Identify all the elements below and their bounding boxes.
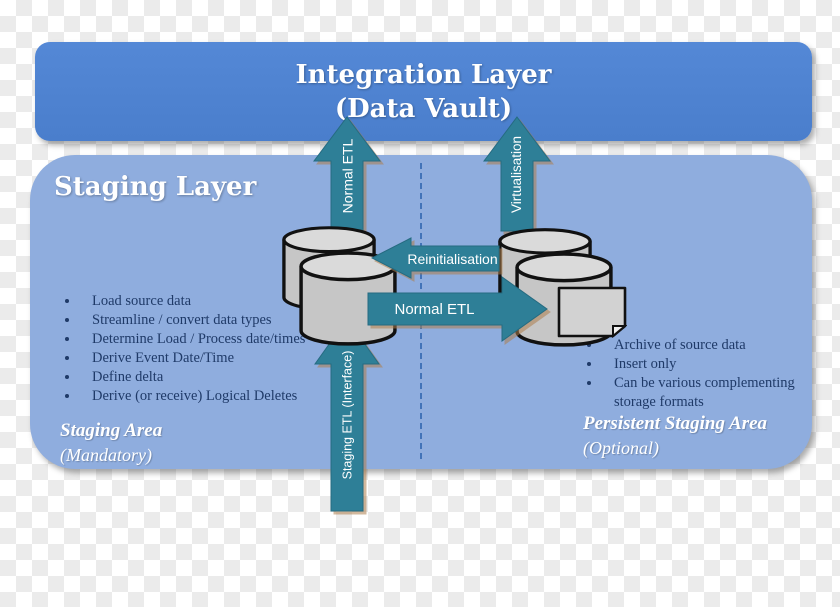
list-item: Derive Event Date/Time	[80, 349, 377, 368]
normal-etl-up-arrow	[313, 116, 381, 235]
staging-area-bullet-list: Load source data Streamline / convert da…	[58, 292, 377, 406]
list-item: Determine Load / Process date/times	[80, 330, 377, 349]
list-item: Load source data	[80, 292, 377, 311]
persistent-area-bullet-list: Archive of source data Insert only Can b…	[580, 336, 832, 412]
integration-layer-title-line1: Integration Layer	[295, 59, 552, 90]
staging-area-label: Staging Area (Mandatory)	[60, 419, 162, 467]
list-item: Derive (or receive) Logical Deletes	[80, 387, 377, 406]
integration-layer-box: Integration Layer (Data Vault)	[35, 42, 812, 141]
list-item: Define delta	[80, 368, 377, 387]
persistent-staging-area-label: Persistent Staging Area (Optional)	[583, 412, 767, 460]
right-arrow-shape	[367, 276, 548, 342]
document-page-icon	[557, 286, 627, 338]
list-item: Archive of source data	[602, 336, 832, 355]
virtualisation-arrow	[483, 116, 551, 232]
up-arrow-shape	[313, 116, 381, 235]
up-arrow-shape	[314, 318, 380, 512]
left-arrow-shape	[371, 237, 500, 279]
persistent-area-label-title: Persistent Staging Area	[583, 413, 768, 434]
list-item: Insert only	[602, 355, 832, 374]
staging-layer-title: Staging Layer	[54, 172, 257, 202]
staging-etl-arrow	[314, 318, 380, 512]
normal-etl-right-arrow	[367, 276, 548, 342]
integration-layer-title-line2: (Data Vault)	[334, 93, 513, 124]
staging-area-label-title: Staging Area	[60, 420, 163, 441]
staging-area-label-subtitle: (Mandatory)	[60, 445, 152, 465]
list-item: Streamline / convert data types	[80, 311, 377, 330]
list-item: Can be various complementing storage for…	[602, 374, 832, 412]
reinitialisation-arrow	[371, 237, 500, 279]
persistent-area-label-subtitle: (Optional)	[583, 438, 659, 458]
up-arrow-shape	[483, 116, 551, 232]
